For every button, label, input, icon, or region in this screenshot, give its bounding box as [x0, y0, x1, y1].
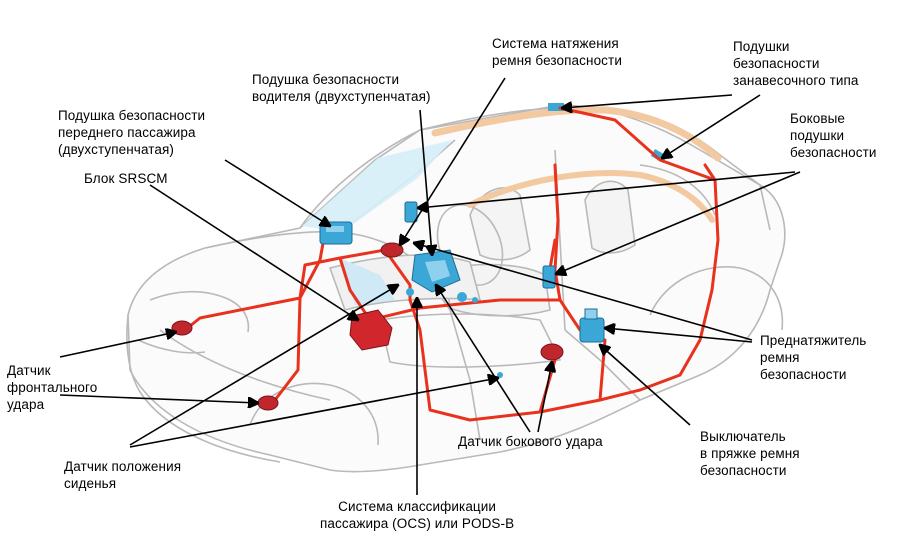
label-side-impact-sensor: Датчик бокового удара: [458, 434, 603, 449]
passenger-airbag-module: [319, 221, 353, 245]
ocs-sensor: [406, 288, 478, 303]
label-ocs: Система классификации пассажира (OCS) ил…: [320, 499, 515, 531]
belt-tension-sensor: [380, 242, 404, 258]
curtain-inflator-front: [548, 103, 564, 111]
side-airbag-rear: [542, 265, 556, 289]
label-buckle-switch: Выключатель в пряжке ремня безопасности: [700, 429, 800, 478]
callout-lines: [59, 77, 801, 495]
label-driver-airbag: Подушка безопасности водителя (двухступе…: [252, 72, 431, 104]
label-belt-tension-system: Система натяжения ремня безопасности: [492, 36, 622, 68]
label-passenger-airbag: Подушка безопасности переднего пассажира…: [58, 108, 206, 157]
label-belt-pretensioner: Преднатяжитель ремня безопасности: [760, 333, 867, 382]
label-seat-position-sensor: Датчик положения сиденья: [64, 459, 182, 491]
label-front-impact-sensor: Датчик фронтального удара: [7, 363, 98, 412]
driver-airbag-module: [411, 249, 461, 293]
belt-pretensioner: [579, 308, 605, 343]
label-srscm: Блок SRSCM: [84, 171, 168, 186]
label-curtain-airbags: Подушки безопасности занавесочного типа: [733, 39, 859, 88]
front-impact-sensor-right: [257, 395, 279, 411]
side-airbag-front: [404, 201, 418, 223]
seat-position-sensor: [497, 372, 503, 378]
side-impact-sensor: [540, 343, 564, 361]
label-side-airbags: Боковые подушки безопасности: [790, 111, 877, 160]
